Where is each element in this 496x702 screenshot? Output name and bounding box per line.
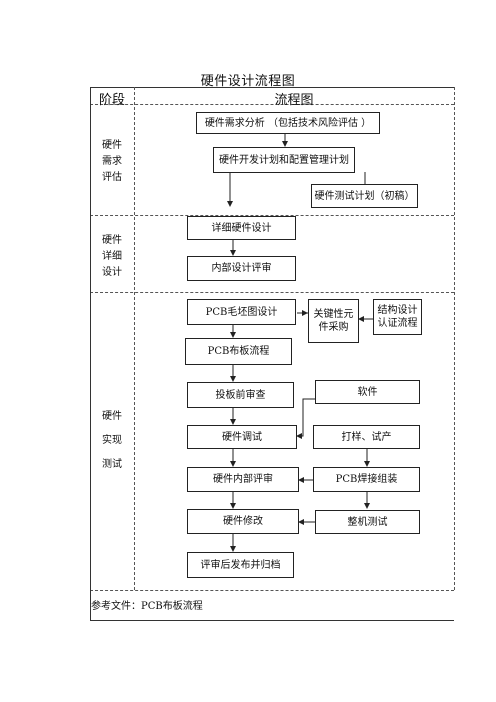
box-dev-plan: 硬件开发计划和配置管理计划 xyxy=(213,147,355,173)
stage-line: 设计 xyxy=(102,267,122,278)
box-software: 软件 xyxy=(315,380,420,404)
stage-detail-design: 硬件 详细 设计 xyxy=(91,233,133,281)
table-left-border xyxy=(90,87,91,620)
table-bottom-border xyxy=(90,620,454,621)
stage-line: 评估 xyxy=(102,172,122,183)
box-structure-design: 结构设计认证流程 xyxy=(373,299,422,335)
box-hw-modify: 硬件修改 xyxy=(187,509,299,534)
stage-line: 测试 xyxy=(102,459,122,470)
box-requirement-analysis: 硬件需求分析 （包括技术风险评估 ） xyxy=(196,112,380,134)
stage-column-header: 阶段 xyxy=(98,93,125,108)
box-system-test: 整机测试 xyxy=(315,510,420,534)
flow-column-header: 流程图 xyxy=(274,93,314,108)
stage-implementation: 硬件 实现 测试 xyxy=(91,405,133,477)
table-right-border xyxy=(454,87,455,590)
box-hw-debug: 硬件调试 xyxy=(187,425,297,449)
stage-line: 硬件 xyxy=(102,411,122,422)
stage-requirements: 硬件 需求 评估 xyxy=(91,138,133,186)
box-internal-review: 内部设计评审 xyxy=(187,256,296,281)
box-pcb-layout: PCB毛坯图设计 xyxy=(187,299,296,325)
box-key-parts: 关键性元件采购 xyxy=(308,299,359,343)
box-prototype: 打样、试产 xyxy=(313,425,420,449)
column-divider xyxy=(134,87,135,590)
stage-line: 详细 xyxy=(102,251,122,262)
box-detail-design: 详细硬件设计 xyxy=(187,216,296,240)
table-top-border xyxy=(90,87,454,88)
row-divider-1 xyxy=(90,215,454,216)
box-test-plan: 硬件测试计划（初稿） xyxy=(311,184,418,208)
box-pre-board-review: 投板前审查 xyxy=(187,382,294,408)
stage-line: 硬件 xyxy=(102,235,122,246)
row-divider-3 xyxy=(90,590,454,591)
header-divider xyxy=(90,104,454,105)
box-pcb-process: PCB布板流程 xyxy=(185,338,292,365)
box-pcb-assembly: PCB焊接组装 xyxy=(313,467,420,492)
row-divider-2 xyxy=(90,292,454,293)
box-hw-internal-review: 硬件内部评审 xyxy=(187,467,299,492)
stage-line: 实现 xyxy=(102,435,122,446)
stage-line: 硬件 xyxy=(102,140,122,151)
page-title: 硬件设计流程图 xyxy=(200,74,296,89)
box-release: 评审后发布并归档 xyxy=(187,552,294,578)
reference-documents: 参考文件：PCB布板流程 xyxy=(91,601,203,612)
stage-line: 需求 xyxy=(102,156,122,167)
